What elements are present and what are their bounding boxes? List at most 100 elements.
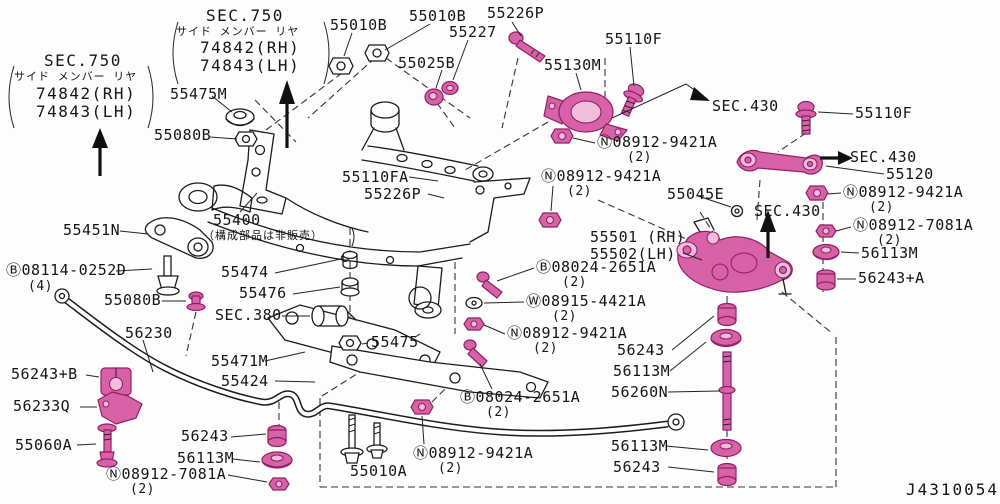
- part-55080b-upper: 55080B: [154, 126, 212, 144]
- grommet-55025b: [424, 88, 444, 106]
- washer-55475m: [225, 108, 255, 127]
- part-55130m: 55130M: [544, 56, 602, 74]
- bolt-55226p-top: [508, 31, 546, 63]
- sec750-left-subtitle-jp: サイド メンバー リヤ: [14, 70, 138, 83]
- nut-55080b-upper: [234, 131, 258, 147]
- bushing-55476: [340, 277, 360, 297]
- fastener-b08114-0252d: Ⓑ08114-0252D: [6, 261, 127, 279]
- part-55110fa: 55110FA: [342, 168, 409, 186]
- part-55476: 55476: [239, 284, 287, 302]
- qty-j: (4): [28, 279, 53, 294]
- sec750-top-part-lh: 74843(LH): [200, 56, 301, 75]
- stud-55080b-lower: [186, 291, 206, 312]
- bolt-55060a: [96, 423, 118, 468]
- bushing-column-left: [261, 424, 293, 491]
- callout-sec380: SEC.380: [215, 306, 282, 324]
- leader-lines: [76, 21, 885, 483]
- part-55010b-2: 55010B: [409, 7, 467, 25]
- part-55475: 55475: [371, 333, 419, 351]
- part-55424: 55424: [221, 372, 269, 390]
- nut-n08912-9421a-d: [463, 317, 485, 331]
- arrow-up-sec750-top-icon: [279, 80, 295, 148]
- part-55110f-right: 55110F: [855, 104, 913, 122]
- part-55080b-lower: 55080B: [104, 291, 162, 309]
- arrow-up-sec750-left-icon: [92, 128, 108, 176]
- callout-sec430-lower: SEC.430: [754, 202, 821, 220]
- part-55110f-top: 55110F: [605, 30, 663, 48]
- arrows: [92, 80, 853, 258]
- sec750-left-title: SEC.750: [44, 51, 122, 70]
- clamp-56233q: [97, 391, 143, 425]
- qty-a: (2): [627, 150, 652, 165]
- part-55475m: 55475M: [170, 85, 228, 103]
- part-55010b-1: 55010B: [330, 16, 388, 34]
- part-55045e: 55045E: [667, 185, 725, 203]
- washer-55227: [441, 80, 459, 96]
- qty-k: (2): [130, 482, 155, 497]
- note-55400-jp: （構成部品は非販売）: [203, 229, 323, 242]
- radius-rod-55120: [736, 149, 823, 175]
- fastener-n08912-9421a-b: Ⓝ08912-9421A: [843, 183, 964, 201]
- callout-sec430-right: SEC.430: [850, 148, 917, 166]
- nut-n08912-9421a-b: [805, 185, 829, 201]
- part-55010a: 55010A: [350, 462, 408, 480]
- nut-n08912-9421a-near-55130m: [550, 128, 574, 144]
- part-55471m: 55471M: [211, 352, 269, 370]
- part-56243-link-bottom: 56243: [613, 458, 661, 476]
- stabilizer-bar-56230: [54, 288, 685, 437]
- fastener-n08912-7081a-a: Ⓝ08912-7081A: [853, 216, 974, 234]
- part-55025b: 55025B: [398, 54, 456, 72]
- part-56233q: 56233Q: [13, 397, 71, 415]
- fastener-w08915-4421a: Ⓦ08915-4421A: [526, 292, 647, 310]
- part-56113m-right: 56113M: [861, 244, 919, 262]
- washer-56113m-right: [812, 243, 840, 261]
- part-56260n: 56260N: [611, 383, 669, 401]
- stay-brackets-55471m-55424: [266, 304, 549, 399]
- bolt-b08024-2651a-b: [463, 339, 488, 368]
- bolt-55110f-top: [620, 83, 645, 117]
- sec750-top-subtitle-jp: サイド メンバー リヤ: [176, 25, 300, 38]
- arrow-sec430-right-icon: [820, 151, 853, 165]
- qty-f: (2): [552, 309, 577, 324]
- bushing-56243-plus-a: [816, 269, 836, 291]
- qty-b: (2): [869, 200, 894, 215]
- sec750-top-part-rh: 74842(RH): [200, 38, 301, 57]
- arrow-sec430-top-icon: [690, 87, 710, 101]
- qty-g: (2): [533, 341, 558, 356]
- part-56113m-link-bottom: 56113M: [611, 437, 669, 455]
- qty-h: (2): [486, 405, 511, 420]
- nut-55010b-2: [364, 44, 390, 62]
- bolt-b08024-2651a-a: [476, 271, 503, 299]
- part-56243-plus-b: 56243+B: [11, 365, 78, 383]
- subframe-55400: [178, 101, 531, 319]
- sec750-top-title: SEC.750: [206, 6, 284, 25]
- pin-sec380: [311, 305, 357, 327]
- qty-d: (2): [567, 184, 592, 199]
- drawing-code: J4310054: [906, 480, 1000, 499]
- fastener-n08912-9421a-e: Ⓝ08912-9421A: [413, 444, 534, 462]
- nut-n08912-7081a-a: [815, 224, 837, 238]
- qty-e: (2): [562, 275, 587, 290]
- part-55502-lh: 55502(LH): [590, 245, 676, 263]
- callout-sec430-top: SEC.430: [712, 97, 779, 115]
- part-56113m-link-top: 56113M: [613, 362, 671, 380]
- arrow-sec430-lower-icon: [760, 210, 776, 258]
- part-55474: 55474: [221, 263, 269, 281]
- part-55060a: 55060A: [15, 436, 73, 454]
- stabilizer-link-56260n-column: [710, 302, 742, 487]
- lower-arm-55501-55502: [676, 217, 793, 295]
- fastener-b08024-2651a-a: Ⓑ08024-2651A: [536, 258, 657, 276]
- bolts-55010a: [340, 414, 388, 464]
- part-55400: 55400: [213, 211, 261, 229]
- part-56113m-left: 56113M: [177, 449, 235, 467]
- nut-55010b-1: [328, 57, 354, 75]
- sec750-left-part-rh: 74842(RH): [36, 84, 137, 103]
- nut-n08912-9421a-e: [410, 399, 434, 415]
- nut-n08912-9421a-on-frame: [538, 212, 562, 228]
- clamp-bushing-56243-plus-b: [100, 367, 132, 396]
- sec750-left-part-lh: 74843(LH): [36, 102, 137, 121]
- part-56230: 56230: [125, 324, 173, 342]
- part-55226p-mid: 55226P: [364, 185, 422, 203]
- qty-c: (2): [877, 233, 902, 248]
